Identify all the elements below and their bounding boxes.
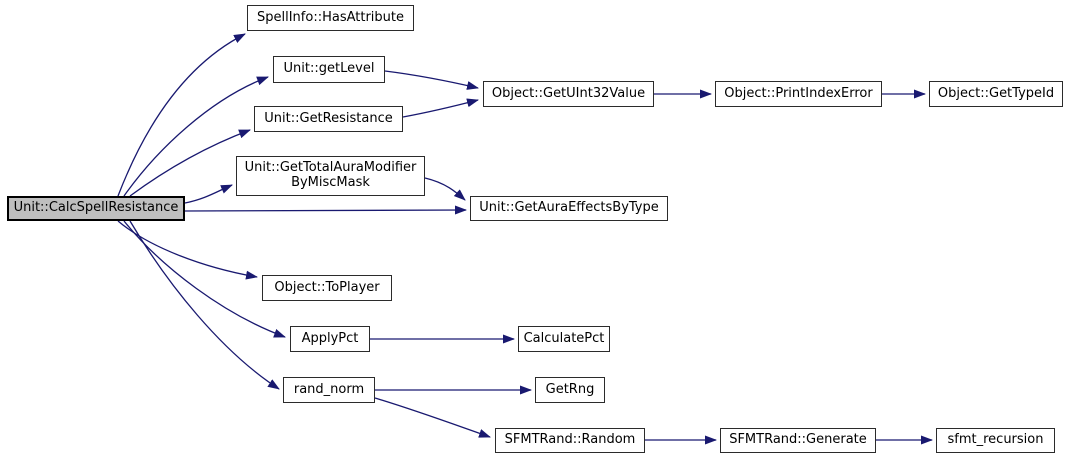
node-unit-getauraeffectsbytype[interactable]: Unit::GetAuraEffectsByType <box>470 196 668 221</box>
node-unit-calcspellresistance: Unit::CalcSpellResistance <box>7 196 185 221</box>
edge-calcspellresistance-to-getlevel <box>123 76 269 197</box>
node-calculatepct[interactable]: CalculatePct <box>518 326 610 352</box>
edge-getresistance-to-getuint32value <box>402 98 479 118</box>
node-rand-norm[interactable]: rand_norm <box>283 377 375 403</box>
edge-calcspellresistance-to-gettotalauramodifier <box>184 184 233 204</box>
edge-getlevel-to-getuint32value <box>384 70 479 90</box>
node-unit-getresistance[interactable]: Unit::GetResistance <box>254 106 403 132</box>
node-label-line: ByMiscMask <box>291 175 370 190</box>
edge-calcspellresistance-to-getauraeffectsbytype <box>184 205 467 215</box>
node-applypct[interactable]: ApplyPct <box>290 326 370 352</box>
edge-calcspellresistance-to-applypct <box>123 220 286 338</box>
edge-calcspellresistance-to-hasattribute <box>117 33 246 197</box>
edge-calcspellresistance-to-randnorm <box>129 220 280 390</box>
node-sfmtrand-generate[interactable]: SFMTRand::Generate <box>720 428 876 453</box>
node-getrng[interactable]: GetRng <box>535 377 605 403</box>
node-object-getuint32value[interactable]: Object::GetUInt32Value <box>483 81 654 107</box>
node-label-line: Unit::GetTotalAuraModifier <box>244 160 417 176</box>
node-sfmtrand-random[interactable]: SFMTRand::Random <box>495 428 645 453</box>
node-object-printindexerror[interactable]: Object::PrintIndexError <box>715 81 882 107</box>
edge-calcspellresistance-to-toplayer <box>117 220 258 280</box>
node-object-toplayer[interactable]: Object::ToPlayer <box>262 275 392 301</box>
node-unit-gettotalauramodifierbymiscmask[interactable]: Unit::GetTotalAuraModifier ByMiscMask <box>236 156 425 196</box>
node-sfmt-recursion[interactable]: sfmt_recursion <box>936 428 1055 453</box>
node-spellinfo-hasattribute[interactable]: SpellInfo::HasAttribute <box>247 5 414 31</box>
edge-calcspellresistance-to-getresistance <box>129 129 251 197</box>
edge-gettotalauramodifier-to-getauraeffectsbytype <box>424 177 466 201</box>
node-unit-getlevel[interactable]: Unit::getLevel <box>273 56 385 83</box>
edge-randnorm-to-sfmtrandom <box>374 397 491 438</box>
node-object-gettypeid[interactable]: Object::GetTypeId <box>929 81 1063 107</box>
